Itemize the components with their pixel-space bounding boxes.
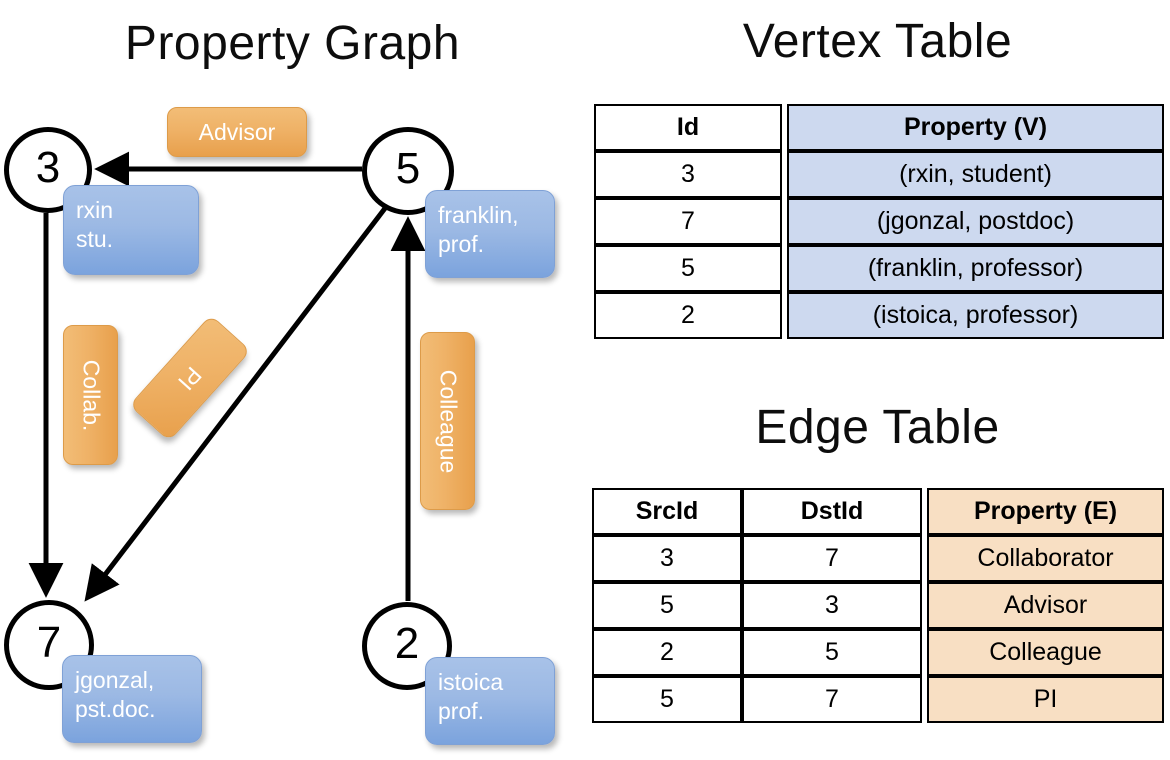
vertex-property-cell: (rxin, student) (787, 151, 1164, 198)
edge-property-callout-collab: Collab. (63, 325, 118, 465)
property-graph-panel: Property Graph 3 5 7 2 (4, 17, 555, 745)
table-row: 2 (istoica, professor) (594, 292, 1164, 339)
graph-edges (28, 151, 426, 602)
vertex-property-callout-franklin: franklin, prof. (425, 190, 555, 278)
edge-property-cell: Advisor (927, 582, 1164, 629)
vertex-table-header-row: Id Property (V) (594, 104, 1164, 151)
column-separator (782, 151, 787, 198)
edge-callout-label: PI (173, 361, 208, 396)
edge-table-header-dstid: DstId (742, 488, 922, 535)
table-row: 5 3 Advisor (592, 582, 1164, 629)
column-separator (782, 104, 787, 151)
edge-property-callout-advisor: Advisor (167, 107, 307, 157)
vertex-property-cell: (franklin, professor) (787, 245, 1164, 292)
edge-srcid-cell: 2 (592, 629, 742, 676)
table-row: 3 (rxin, student) (594, 151, 1164, 198)
edge-property-callout-colleague: Colleague (420, 332, 475, 510)
callout-line-2: prof. (438, 697, 485, 724)
table-row: 5 7 PI (592, 676, 1164, 723)
edge-dstid-cell: 7 (742, 676, 922, 723)
callout-line-1: istoica (438, 669, 504, 695)
edge-srcid-cell: 5 (592, 676, 742, 723)
vertex-property-callout-jgonzal: jgonzal, pst.doc. (62, 655, 202, 743)
callout-line-1: jgonzal, (75, 667, 155, 693)
column-separator (922, 582, 927, 629)
column-separator (782, 292, 787, 339)
vertex-table-header-id: Id (594, 104, 782, 151)
callout-line-2: prof. (438, 230, 485, 257)
edge-table-header-row: SrcId DstId Property (E) (592, 488, 1164, 535)
column-separator (922, 629, 927, 676)
callout-line-2: stu. (76, 225, 114, 252)
edge-property-cell: Colleague (927, 629, 1164, 676)
column-separator (782, 198, 787, 245)
page-title-vertex-table: Vertex Table (742, 15, 1013, 68)
graph-node-2[interactable]: 2 (362, 602, 452, 690)
edge-table: SrcId DstId Property (E) 3 7 Collaborato… (592, 488, 1164, 723)
edge-dstid-cell: 5 (742, 629, 922, 676)
edge-srcid-cell: 3 (592, 535, 742, 582)
column-separator (922, 488, 927, 535)
edge-callout-label: Advisor (198, 118, 276, 145)
graph-node-2-label: 2 (394, 619, 420, 668)
vertex-property-callout-istoica: istoica prof. (425, 657, 555, 745)
edge-dstid-cell: 3 (742, 582, 922, 629)
callout-line-1: rxin (76, 197, 114, 223)
table-row: 2 5 Colleague (592, 629, 1164, 676)
page-title-property-graph: Property Graph (124, 17, 461, 70)
graph-node-5[interactable]: 5 (362, 127, 454, 215)
edge-property-cell: PI (927, 676, 1164, 723)
table-row: 7 (jgonzal, postdoc) (594, 198, 1164, 245)
vertex-property-cell: (jgonzal, postdoc) (787, 198, 1164, 245)
vertex-id-cell: 2 (594, 292, 782, 339)
vertex-table: Id Property (V) 3 (rxin, student) 7 (jgo… (594, 104, 1164, 339)
edge-srcid-cell: 5 (592, 582, 742, 629)
vertex-id-cell: 7 (594, 198, 782, 245)
graph-node-7-label: 7 (36, 618, 62, 667)
column-separator (922, 676, 927, 723)
edge-callout-label: Collab. (78, 359, 105, 431)
vertex-property-callout-rxin: rxin stu. (63, 185, 199, 275)
edge-table-header-srcid: SrcId (592, 488, 742, 535)
vertex-property-cell: (istoica, professor) (787, 292, 1164, 339)
table-row: 5 (franklin, professor) (594, 245, 1164, 292)
callout-line-1: franklin, (438, 202, 519, 228)
graph-node-3-label: 3 (35, 143, 61, 192)
table-row: 3 7 Collaborator (592, 535, 1164, 582)
page-title-edge-table: Edge Table (755, 401, 1000, 454)
edge-table-header-property: Property (E) (927, 488, 1164, 535)
edge-property-cell: Collaborator (927, 535, 1164, 582)
graph-node-5-label: 5 (395, 144, 421, 193)
column-separator (922, 535, 927, 582)
column-separator (782, 245, 787, 292)
edge-5-to-7-pi (84, 205, 388, 602)
edge-callout-label: Colleague (435, 369, 461, 473)
vertex-table-header-property: Property (V) (787, 104, 1164, 151)
vertex-id-cell: 5 (594, 245, 782, 292)
vertex-id-cell: 3 (594, 151, 782, 198)
edge-dstid-cell: 7 (742, 535, 922, 582)
callout-line-2: pst.doc. (75, 695, 156, 722)
